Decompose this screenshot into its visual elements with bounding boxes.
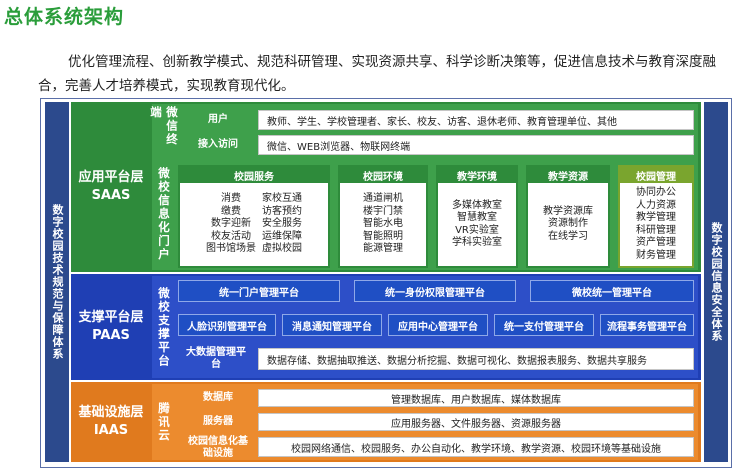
terminal-row-label-access: 接入访问 <box>198 139 238 150</box>
service-item: 消费 <box>221 193 241 205</box>
wechat-terminal-label: 微信终端 <box>149 106 179 147</box>
page-title: 总体系统架构 <box>4 6 125 28</box>
iaas-layer-name: 基础设施层 <box>78 405 144 420</box>
service-card-campus-management: 校园管理 协同办公 人力资源 教学管理 科研管理 资产管理 财务管理 <box>618 165 694 268</box>
service-card-teaching-environment: 教学环境 多媒体教室 智慧教室 VR实验室 学科实验室 <box>436 165 518 268</box>
service-item: 智能水电 <box>363 218 403 230</box>
service-item: 访客预约 <box>262 205 302 217</box>
platform-message-notification: 消息通知管理平台 <box>282 314 382 336</box>
iaas-layer-label: 基础设施层 IAAS <box>71 382 151 462</box>
service-item-column: 通道闸机 楼宇门禁 智能水电 智能照明 能源管理 <box>363 193 403 256</box>
paas-layer-label: 支撑平台层 PAAS <box>71 274 151 380</box>
service-item: 楼宇门禁 <box>363 205 403 217</box>
service-item: 人力资源 <box>636 199 676 211</box>
terminal-row-access: 微信、WEB浏览器、物联网终端 <box>258 135 694 155</box>
iaas-layer-code: IAAS <box>93 423 129 438</box>
service-item: 协同办公 <box>636 187 676 198</box>
service-item: 安全服务 <box>262 218 302 230</box>
service-item: 在线学习 <box>548 230 588 242</box>
service-card-title: 校园管理 <box>620 167 692 183</box>
saas-layer-name: 应用平台层 <box>78 170 144 185</box>
infra-row-campus-infrastructure: 校园网络通信、校园服务、办公自动化、教学环境、教学资源、校园环境等基础设施 <box>258 437 694 457</box>
right-sidebar-security: 数字校园信息安全体系 <box>704 102 728 462</box>
infra-row-server: 应用服务器、文件服务器、资源服务器 <box>258 413 694 431</box>
service-item: 资源制作 <box>548 218 588 230</box>
service-card-title: 校园服务 <box>180 167 328 183</box>
intro-paragraph: 优化管理流程、创新教学模式、规范科研管理、实现资源共享、科学诊断决策等，促进信息… <box>38 54 716 94</box>
service-item: 图书馆场景 <box>206 243 256 255</box>
saas-layer-label: 应用平台层 SAAS <box>71 102 151 272</box>
terminal-row-users: 教师、学生、学校管理者、家长、校友、访客、退休老师、教育管理单位、其他 <box>258 110 694 130</box>
service-item: VR实验室 <box>455 224 499 236</box>
bigdata-platform-label: 大数据管理平台 <box>186 347 246 370</box>
platform-unified-portal: 统一门户管理平台 <box>178 280 340 302</box>
service-card-title: 教学资源 <box>528 167 608 183</box>
service-card-title: 校园环境 <box>340 167 426 183</box>
infra-row-label-campus-infrastructure: 校园信息化基础设施 <box>188 436 248 459</box>
service-card-title: 教学环境 <box>438 167 516 183</box>
service-item: 通道闸机 <box>363 193 403 205</box>
paas-layer-code: PAAS <box>92 328 130 343</box>
infra-row-label-server: 服务器 <box>203 416 233 427</box>
service-item: 智慧教室 <box>457 212 497 223</box>
service-item: 虚拟校园 <box>262 243 302 255</box>
service-item-column: 消费 缴费 数字迎新 校友活动 图书馆场景 <box>206 193 256 256</box>
service-item: 缴费 <box>221 205 241 217</box>
service-card-campus-environment: 校园环境 通道闸机 楼宇门禁 智能水电 智能照明 能源管理 <box>338 165 428 268</box>
platform-workflow: 流程事务管理平台 <box>600 314 694 336</box>
service-item-column: 协同办公 人力资源 教学管理 科研管理 资产管理 财务管理 <box>636 187 676 262</box>
service-card-teaching-resources: 教学资源 教学资源库 资源制作 在线学习 <box>526 165 610 268</box>
paas-layer-name: 支撑平台层 <box>78 310 144 325</box>
platform-unified-identity: 统一身份权限管理平台 <box>354 280 516 302</box>
platform-app-center: 应用中心管理平台 <box>388 314 488 336</box>
platform-weixiao-management: 微校统一管理平台 <box>530 280 694 302</box>
service-item-column: 多媒体教室 智慧教室 VR实验室 学科实验室 <box>452 200 502 250</box>
platform-face-recognition: 人脸识别管理平台 <box>178 314 276 336</box>
left-sidebar-standards: 数字校园技术规范与保障体系 <box>45 102 69 462</box>
infra-row-database: 管理数据库、用户数据库、媒体数据库 <box>258 389 694 407</box>
support-platform-label: 微校支撑平台 <box>157 286 171 368</box>
service-item: 财务管理 <box>636 249 676 261</box>
service-item: 智能照明 <box>363 230 403 242</box>
tencent-cloud-label: 腾讯云 <box>157 401 171 443</box>
service-item-column: 家校互通 访客预约 安全服务 运维保障 虚拟校园 <box>262 193 302 256</box>
service-item: 资产管理 <box>636 237 676 248</box>
platform-unified-payment: 统一支付管理平台 <box>494 314 594 336</box>
service-item: 学科实验室 <box>452 237 502 248</box>
bigdata-platform-content: 数据存储、数据抽取推送、数据分析挖掘、数据可视化、数据报表服务、数据共享服务 <box>258 348 694 370</box>
service-item-column: 教学资源库 资源制作 在线学习 <box>543 206 593 244</box>
service-item: 校友活动 <box>211 230 251 242</box>
service-item: 数字迎新 <box>211 218 251 230</box>
service-item: 教学管理 <box>636 212 676 223</box>
service-item: 教学资源库 <box>543 205 593 217</box>
service-item: 科研管理 <box>636 224 676 236</box>
infra-row-label-database: 数据库 <box>203 392 233 403</box>
service-item: 多媒体教室 <box>452 199 502 211</box>
saas-layer-code: SAAS <box>91 188 131 203</box>
service-card-campus-service: 校园服务 消费 缴费 数字迎新 校友活动 图书馆场景 家校互通 访客预约 安全服… <box>178 165 330 268</box>
portal-label: 微校信息化门户 <box>157 166 171 262</box>
service-item: 能源管理 <box>363 243 403 255</box>
service-item: 家校互通 <box>262 193 302 205</box>
service-item: 运维保障 <box>262 230 302 242</box>
terminal-row-label-users: 用户 <box>208 114 228 125</box>
